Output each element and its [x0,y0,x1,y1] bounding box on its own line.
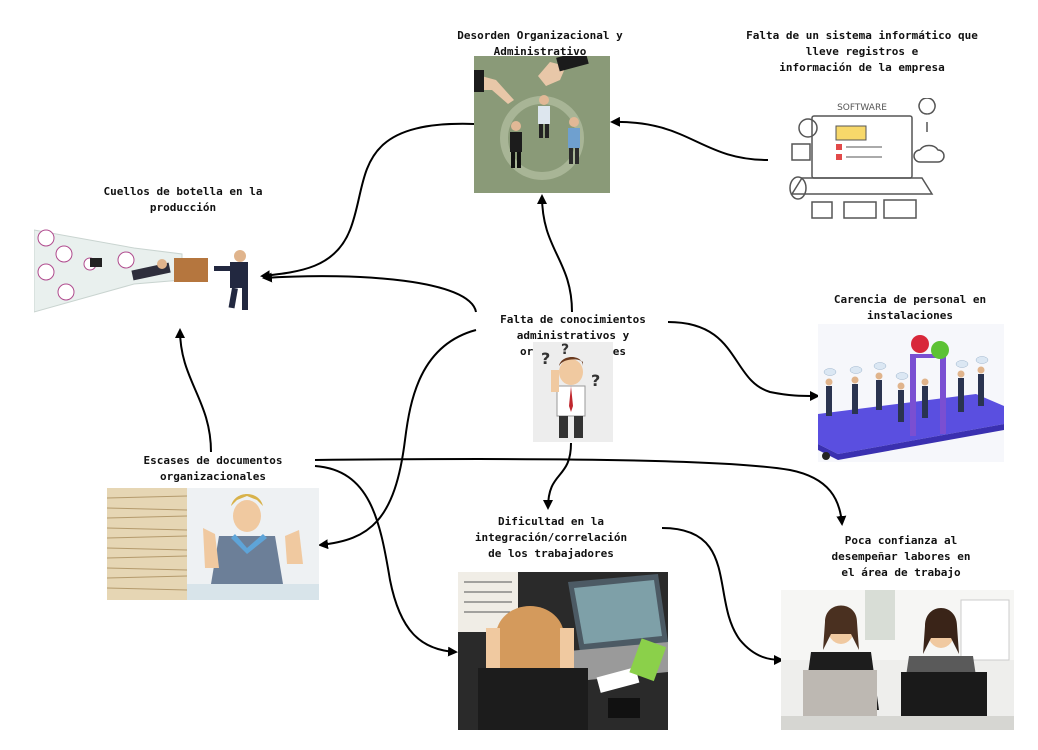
node-label-software: Falta de un sistema informático que llev… [746,29,978,74]
arrow-conocimientos-to-carencia [667,321,820,401]
arrow-desorden-to-cuellos [260,122,475,281]
desorden-image [474,56,610,193]
svg-text:?: ? [561,342,569,358]
arrow-conocimientos-to-desorden [537,194,573,313]
arrow-escases-to-dificultad-image [314,465,458,657]
node-label-escases: Escases de documentos organizacionales [143,454,283,483]
dificultad-image [458,572,668,730]
escases-image [107,488,319,600]
arrow-dificultad-to-confianza [661,527,784,665]
arrow-software-to-desorden [610,116,769,161]
arrow-escases-to-cuellos [175,328,212,453]
arrow-conocimientos-to-cuellos [262,272,477,313]
node-label-confianza: Poca confianza al desempeñar labores en … [831,534,971,579]
arrow-conocimientos-to-escases [318,329,477,550]
arrow-conocimientos-to-dificultad [543,442,572,510]
confianza-image [781,590,1014,730]
node-label-desorden: Desorden Organizacional y Administrativo [457,29,623,58]
conocimientos-image: ? ? ? [533,342,613,442]
software-banner-text: SOFTWARE [837,103,887,113]
node-label-dificultad: Dificultad en la integración/correlación… [474,515,628,560]
svg-text:?: ? [591,371,600,390]
carencia-image [818,324,1004,462]
node-label-cuellos: Cuellos de botella en la producción [103,185,263,214]
arrow-escases-to-confianza [314,458,847,526]
software-image: SOFTWARE [772,98,950,228]
cuellos-image [34,220,260,320]
svg-text:?: ? [541,349,550,368]
